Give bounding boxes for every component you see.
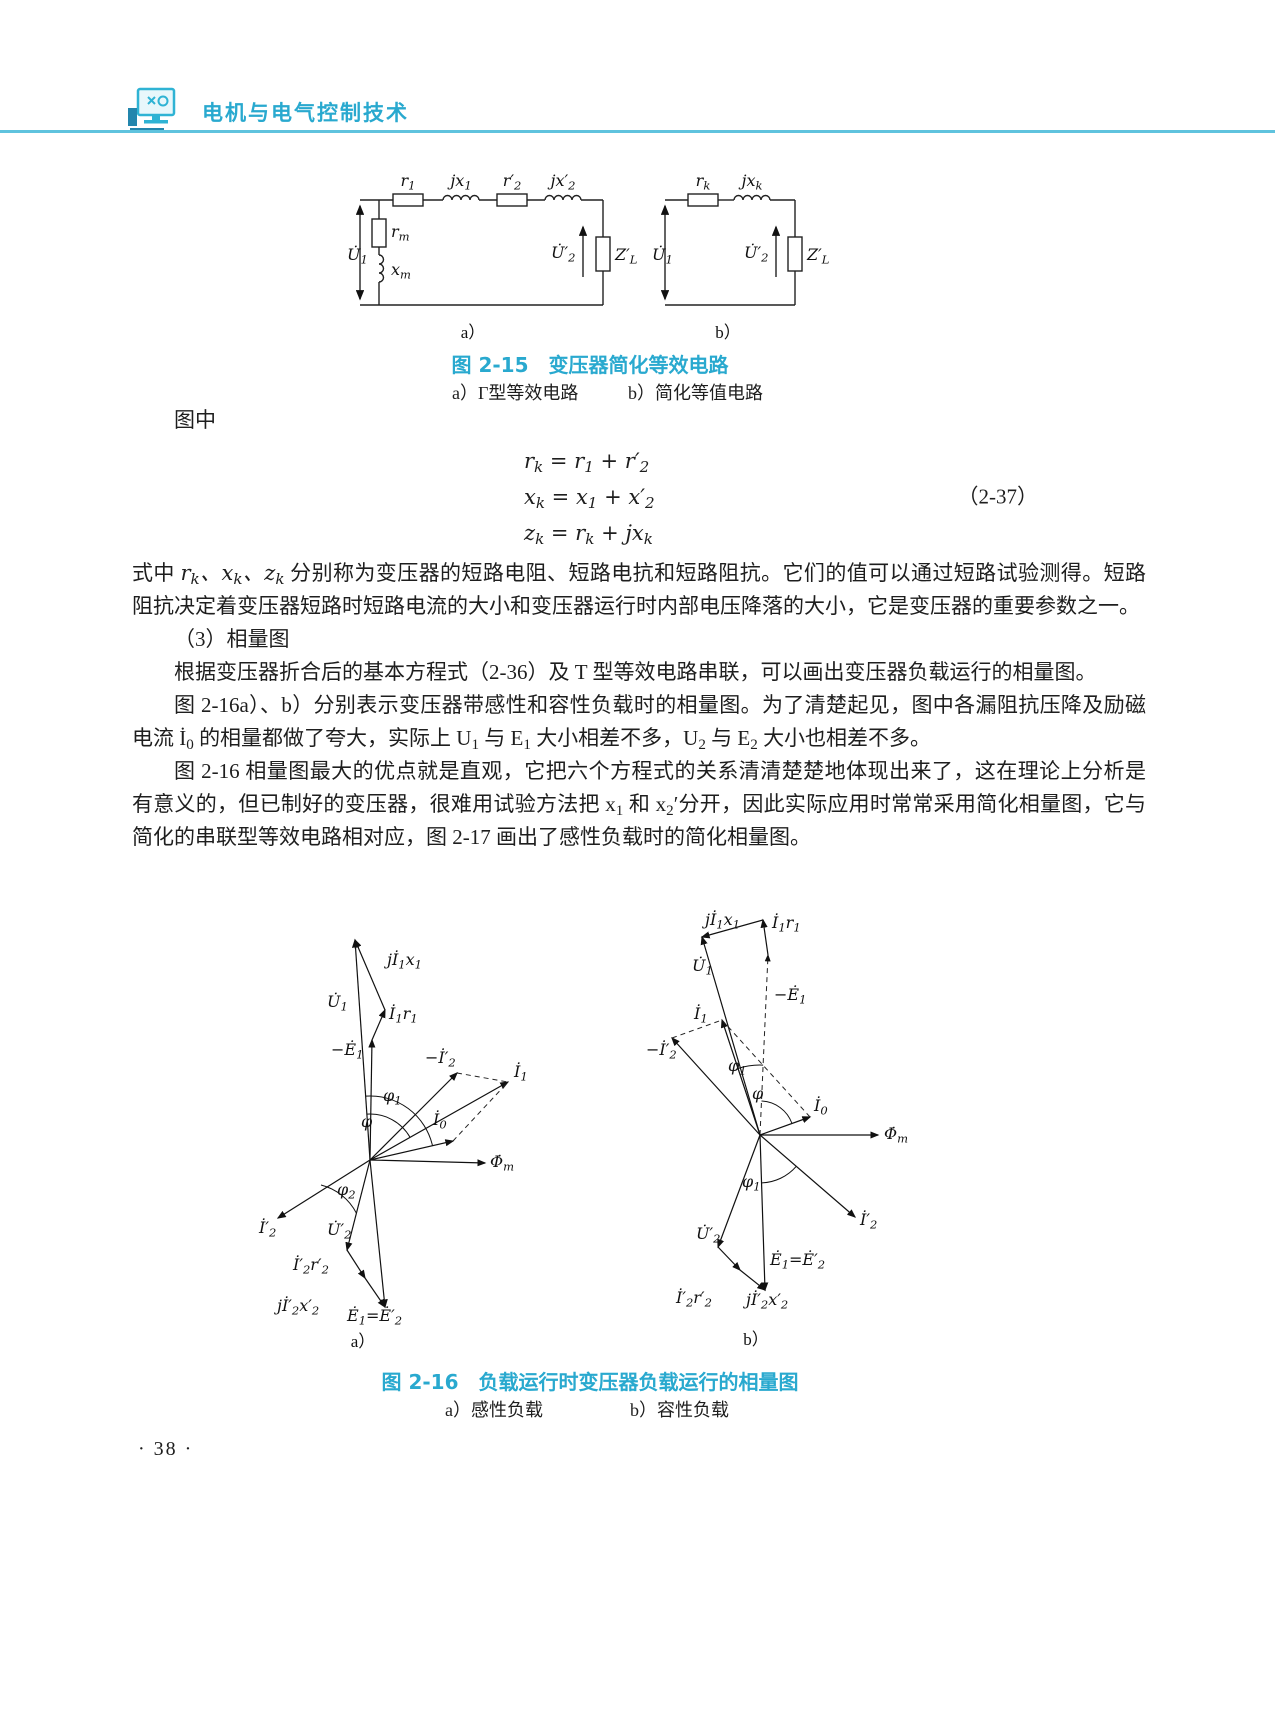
label-xm: xm bbox=[391, 260, 411, 282]
label-zl: Z′L bbox=[614, 245, 637, 267]
figure-2-15-caption: 图 2-15 变压器简化等效电路 bbox=[451, 353, 729, 377]
label-u2-prime: U̇′2 bbox=[327, 1220, 351, 1242]
equation-line-rk: rk = r1 + r′2 bbox=[524, 449, 650, 476]
inline-variables: rk、xk、zk bbox=[180, 561, 285, 588]
header-rule bbox=[0, 130, 1275, 133]
subfigure-label-b: b） bbox=[715, 323, 741, 342]
label-i0: İ0 bbox=[813, 1095, 828, 1118]
circuit-b-wires bbox=[660, 193, 803, 306]
figure-2-16-caption: 图 2-16 负载运行时变压器负载运行的相量图 bbox=[381, 1370, 799, 1394]
label-phi1: φ1 bbox=[728, 1056, 747, 1078]
header-logo-icon bbox=[128, 87, 176, 131]
label-i2r2-prime: İ′2r′2 bbox=[292, 1254, 329, 1277]
label-u1: U̇1 bbox=[692, 956, 713, 978]
label-phi: φ bbox=[361, 1112, 373, 1131]
figure-2-15-subcaption-a: a）Γ型等效电路 bbox=[452, 383, 579, 403]
fig-2-15-circuit-b: U̇1 rk jxk U̇′2 Z′L b） bbox=[652, 171, 829, 342]
label-neg-e1: −Ė1 bbox=[331, 1039, 363, 1062]
header-title: 电机与电气控制技术 bbox=[202, 101, 409, 125]
label-u2-prime: U̇′2 bbox=[744, 243, 768, 265]
label-u1: U̇1 bbox=[347, 245, 368, 267]
fig-2-16-phasor-a: jİ1x1 U̇1 İ1r1 −Ė1 −İ′2 İ1 φ1 φ İ0 Φ̇m φ… bbox=[258, 938, 528, 1351]
page-number: · 38 · bbox=[138, 1438, 194, 1460]
label-zl: Z′L bbox=[806, 245, 829, 267]
fig-2-16-phasor-b: jİ1x1 İ1r1 U̇1 −Ė1 İ1 −İ′2 φ1 φ İ0 Φ̇m φ… bbox=[646, 909, 908, 1349]
subfigure-label-a: a） bbox=[461, 323, 486, 342]
figure-2-16-subcaption-a: a）感性负载 bbox=[445, 1400, 543, 1420]
label-i1r1: İ1r1 bbox=[771, 912, 801, 935]
label-neg-e1: −Ė1 bbox=[774, 984, 806, 1007]
paragraph-shortcircuit: 式中 rk、xk、zk 分别称为变压器的短路电阻、短路电抗和短路阻抗。它们的值可… bbox=[132, 557, 1146, 623]
label-rm: rm bbox=[391, 222, 410, 244]
paragraph-fig216-merits: 图 2-16 相量图最大的优点就是直观，它把六个方程式的关系清清楚楚地体现出来了… bbox=[132, 759, 1147, 849]
subfigure-label-b: b） bbox=[743, 1330, 769, 1349]
label-u2-prime: U̇′2 bbox=[696, 1224, 720, 1246]
label-e1-e2-prime: Ė1=Ė′2 bbox=[769, 1249, 825, 1272]
equation-number: （2-37） bbox=[957, 484, 1039, 509]
body-text: 图中 rk = r1 + r′2 xk = x1 + x′2 zk = rk +… bbox=[132, 404, 1146, 854]
label-phi1-lower: φ1 bbox=[742, 1172, 761, 1194]
equation-2-37: rk = r1 + r′2 xk = x1 + x′2 zk = rk + jx… bbox=[132, 443, 1146, 551]
fig-2-15-circuit-a: U̇1 r1 jx1 r′2 jx′2 rm xm U̇′2 Z′L a） bbox=[347, 171, 637, 342]
label-phi2: φ2 bbox=[337, 1180, 356, 1202]
label-neg-i2-prime: −İ′2 bbox=[646, 1039, 677, 1062]
subfigure-label-a: a） bbox=[351, 1332, 376, 1351]
paragraph-text: 分别称为变压器的短路电阻、短路电抗和短路阻抗。它们的值可以通过短路试验测得。短路… bbox=[132, 561, 1147, 618]
label-i2-prime: İ′2 bbox=[258, 1217, 276, 1240]
label-ji1x1: jİ1x1 bbox=[384, 949, 422, 972]
phasor-b-vectors bbox=[671, 918, 880, 1292]
heading-phasor-diagram: （3）相量图 bbox=[174, 627, 290, 651]
equation-line-xk: xk = x1 + x′2 bbox=[524, 485, 655, 512]
label-u1: U̇1 bbox=[327, 992, 348, 1014]
label-u1: U̇1 bbox=[652, 245, 673, 267]
lead-line: 图中 bbox=[174, 408, 216, 432]
label-e1-e2-prime: Ė1=Ė′2 bbox=[346, 1305, 402, 1328]
label-jxk: jxk bbox=[739, 171, 763, 193]
figure-2-15-subcaption-b: b）简化等值电路 bbox=[628, 383, 763, 403]
circuit-a-wires bbox=[355, 193, 611, 306]
label-phi-m: Φ̇m bbox=[884, 1124, 908, 1146]
label-i1: İ1 bbox=[693, 1003, 708, 1026]
label-jx2-prime: jx′2 bbox=[548, 171, 576, 193]
label-jx1: jx1 bbox=[447, 171, 471, 193]
label-i2-prime: İ′2 bbox=[859, 1209, 877, 1232]
label-ji2x2-prime: jİ′2x′2 bbox=[743, 1289, 788, 1312]
paragraph-text: 式中 bbox=[132, 561, 181, 585]
phasor-a-vectors bbox=[276, 938, 510, 1309]
label-i2r2-prime: İ′2r′2 bbox=[675, 1287, 712, 1310]
label-r2-prime: r′2 bbox=[503, 171, 522, 193]
label-phi-m: Φ̇m bbox=[490, 1152, 514, 1174]
label-phi: φ bbox=[752, 1084, 764, 1103]
label-rk: rk bbox=[696, 171, 711, 193]
label-i0: İ0 bbox=[432, 1109, 447, 1132]
label-i1r1: İ1r1 bbox=[388, 1003, 418, 1026]
label-ji2x2-prime: jİ′2x′2 bbox=[274, 1295, 319, 1318]
label-u2-prime: U̇′2 bbox=[551, 243, 575, 265]
label-ji1x1: jİ1x1 bbox=[702, 909, 740, 932]
figure-2-16-subcaption-b: b）容性负载 bbox=[630, 1400, 729, 1420]
label-neg-i2-prime: −İ′2 bbox=[425, 1047, 456, 1070]
paragraph-basis: 根据变压器折合后的基本方程式（2-36）及 T 型等效电路串联，可以画出变压器负… bbox=[174, 660, 1097, 684]
label-i1: İ1 bbox=[513, 1061, 528, 1084]
label-phi1: φ1 bbox=[383, 1086, 402, 1108]
equation-line-zk: zk = rk + jxk bbox=[524, 521, 653, 548]
paragraph-fig216-intro: 图 2-16a）、b）分别表示变压器带感性和容性负载时的相量图。为了清楚起见，图… bbox=[132, 693, 1146, 753]
label-r1: r1 bbox=[401, 171, 416, 193]
